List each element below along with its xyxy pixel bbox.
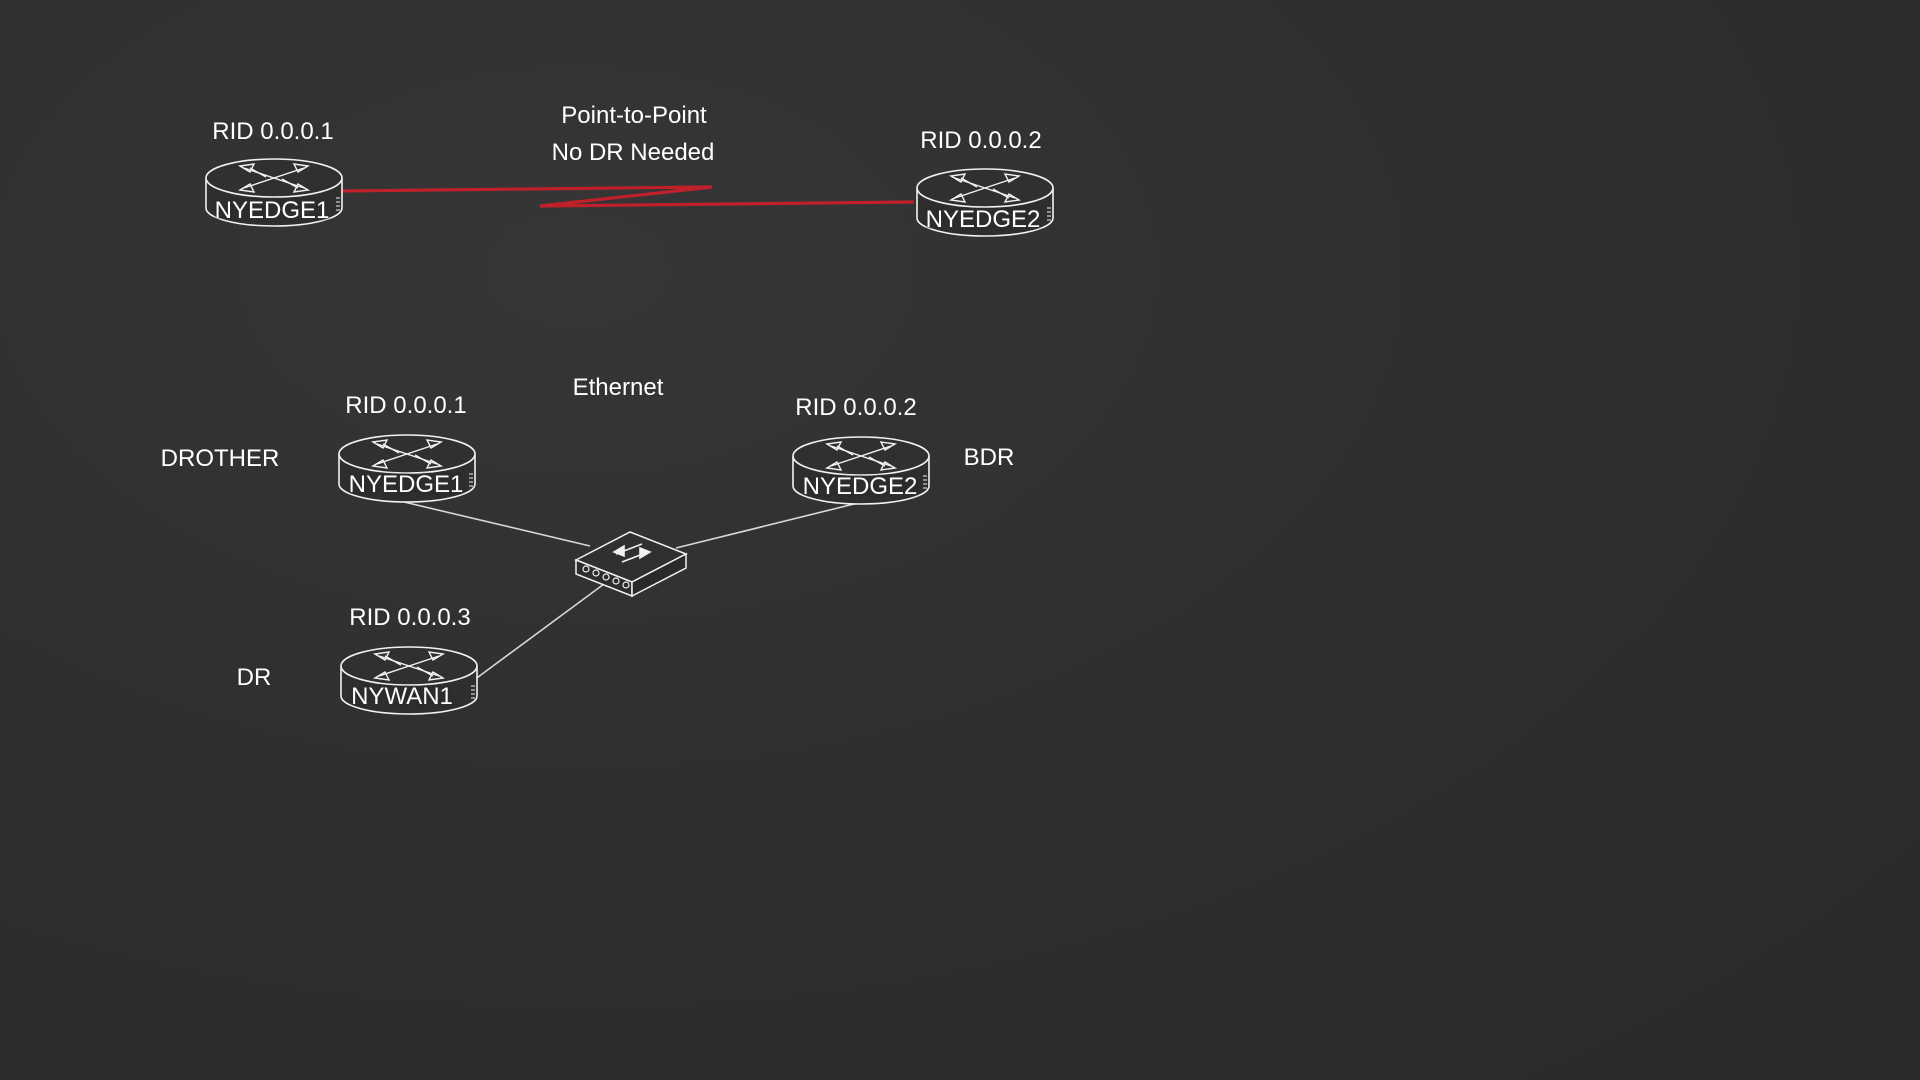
p2p-right-rid-label: RID 0.0.0.2 [920, 127, 1042, 154]
ethernet-title: Ethernet [572, 374, 664, 401]
ethernet-router-2-role: BDR [963, 444, 1015, 471]
ethernet-router-1-name: NYEDGE1 [348, 471, 464, 498]
ethernet-link-nywan1 [473, 583, 605, 681]
ethernet-router-1-role: DROTHER [160, 445, 280, 472]
ethernet-link-nyedge1 [403, 501, 591, 547]
ethernet-router-3-role: DR [236, 664, 272, 691]
ethernet-router-2-name: NYEDGE2 [802, 473, 918, 500]
ethernet-router-2-rid: RID 0.0.0.2 [795, 394, 917, 421]
ethernet-router-3-rid: RID 0.0.0.3 [349, 604, 471, 631]
p2p-link-note: No DR Needed [551, 139, 715, 166]
ethernet-router-1-rid: RID 0.0.0.1 [345, 392, 467, 419]
serial-link [339, 185, 915, 208]
p2p-right-router-name: NYEDGE2 [925, 206, 1041, 233]
ethernet-router-3-name: NYWAN1 [351, 683, 453, 710]
p2p-left-rid-label: RID 0.0.0.1 [212, 118, 334, 145]
switch-icon [575, 531, 687, 597]
ethernet-link-nyedge2 [675, 502, 859, 549]
p2p-link-title: Point-to-Point [561, 102, 707, 129]
p2p-left-router-name: NYEDGE1 [214, 197, 330, 224]
